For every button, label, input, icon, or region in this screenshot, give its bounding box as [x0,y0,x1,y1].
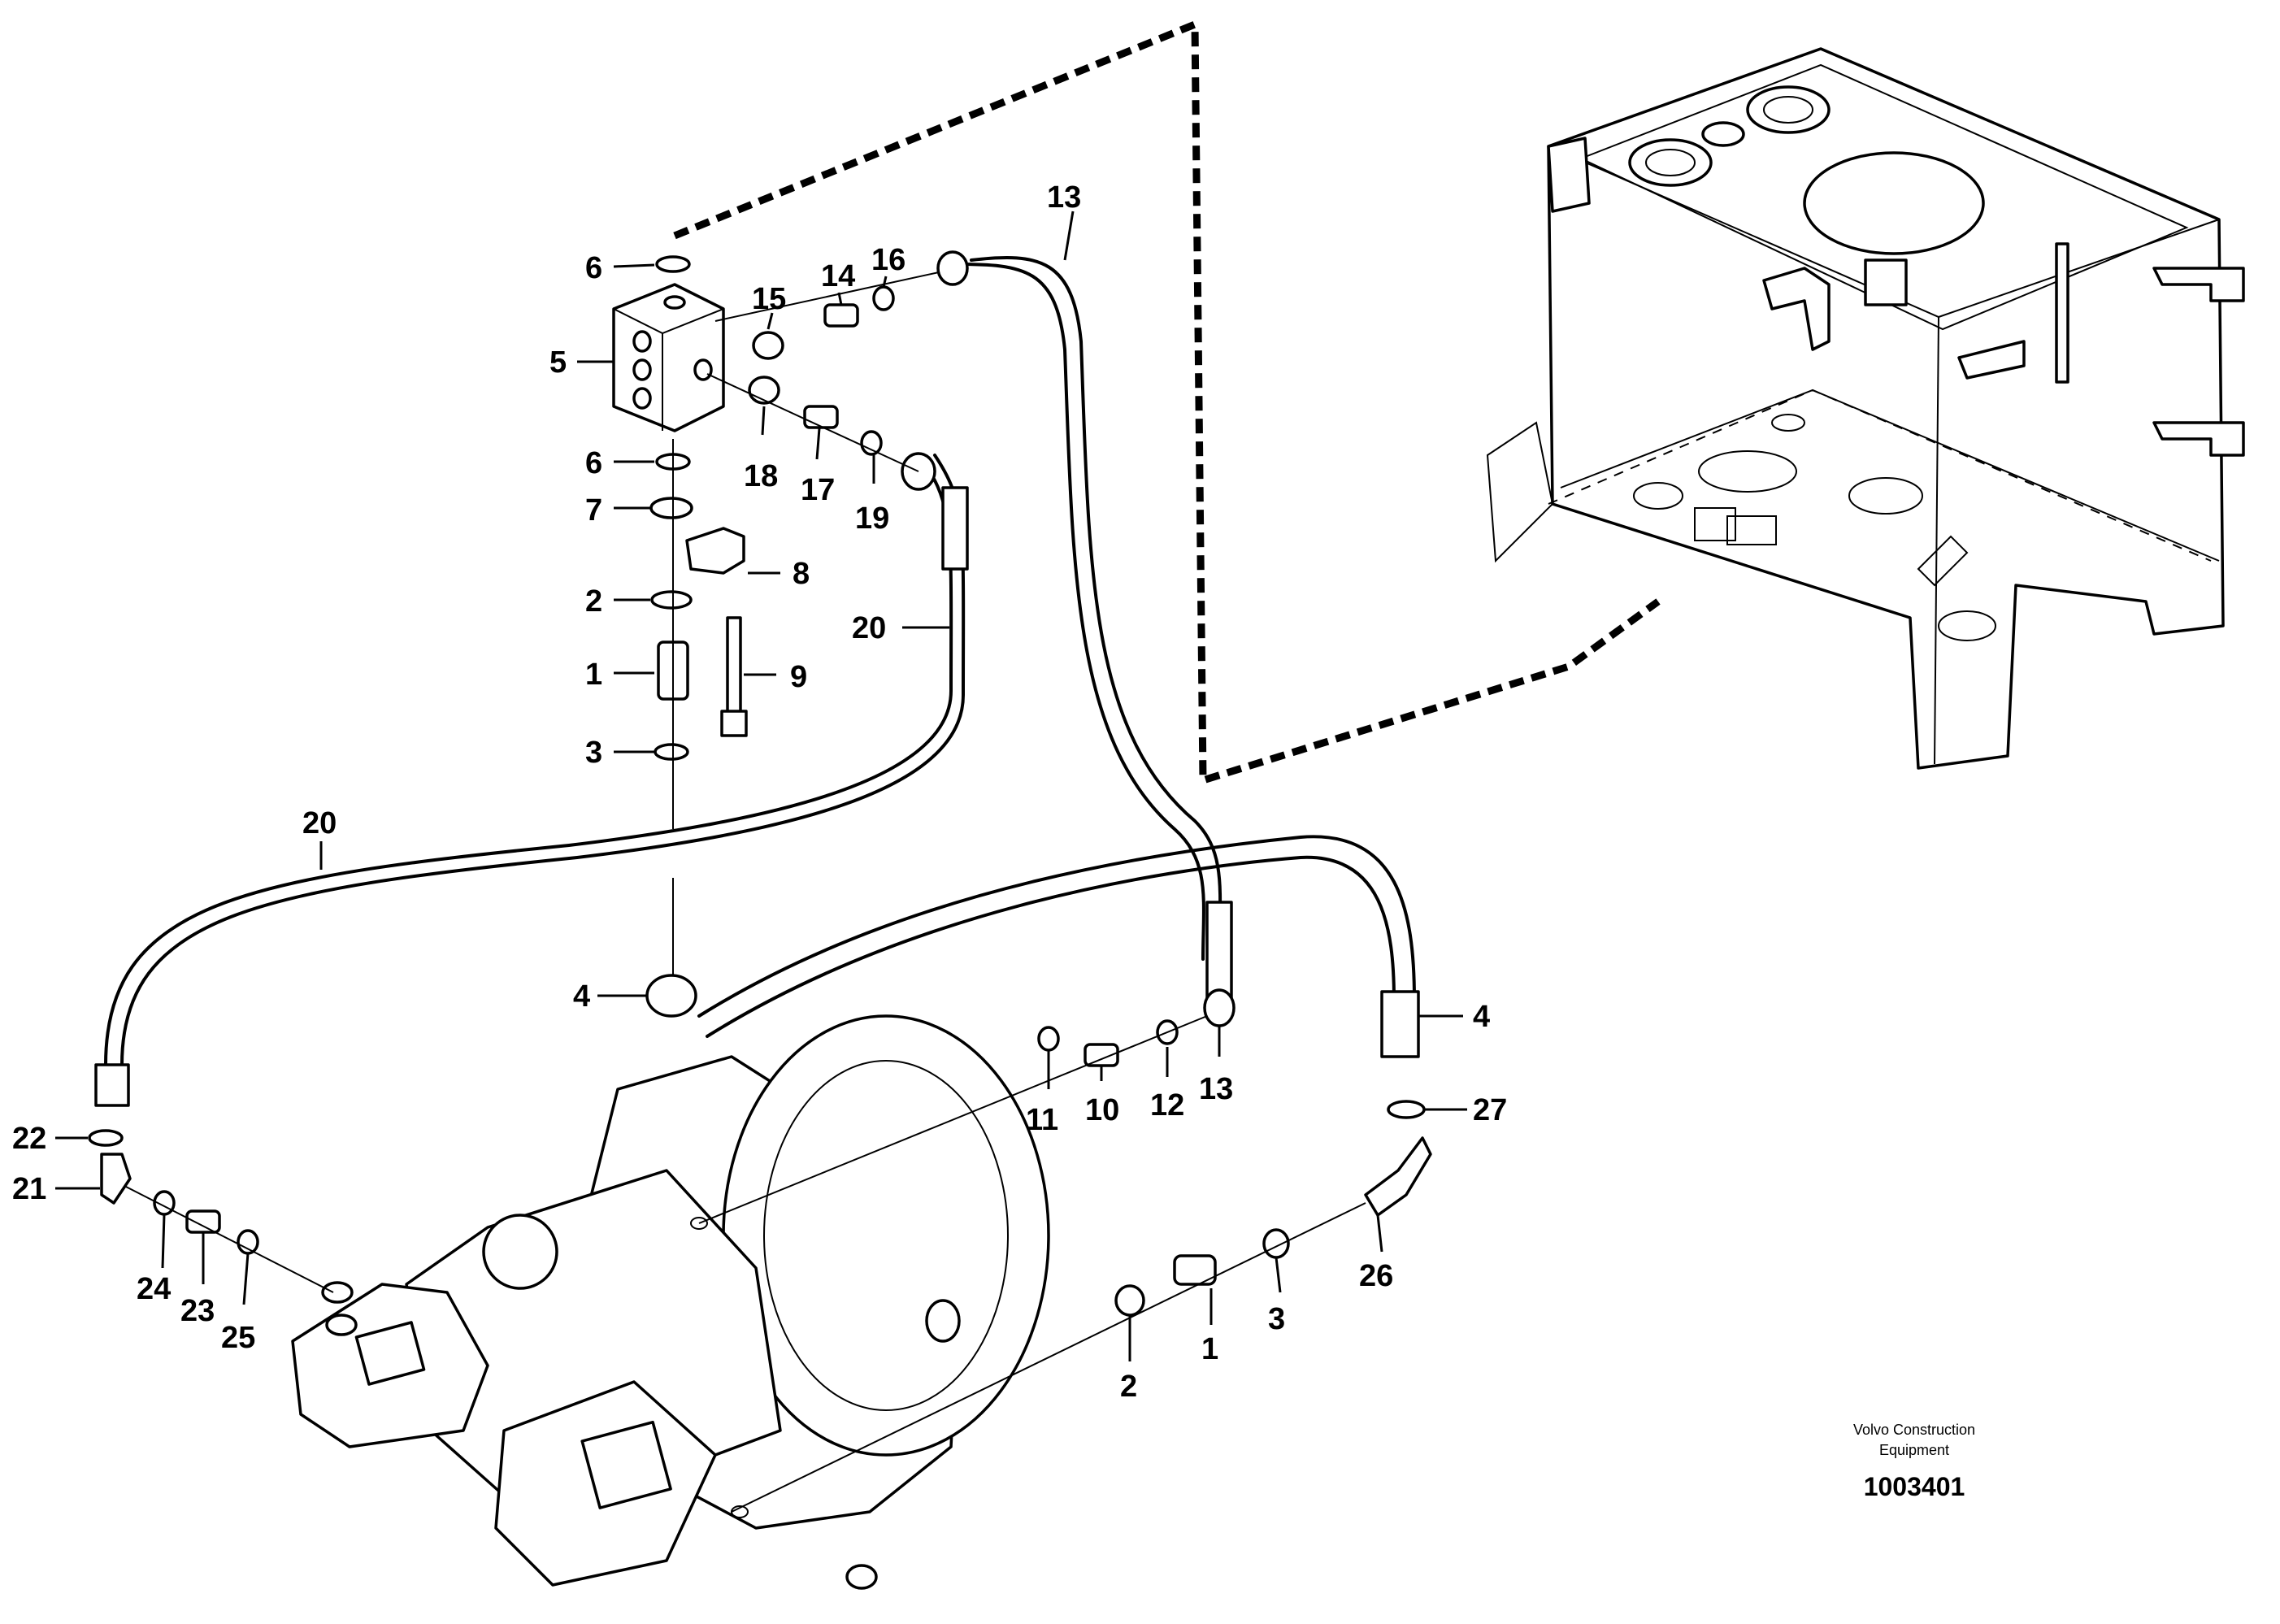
tank-top-ports [1628,85,1985,255]
callout-21: 21 [12,1172,46,1206]
callout-16: 16 [871,243,905,277]
callout-13: 13 [1047,180,1081,215]
callout-18: 18 [744,459,778,493]
drawing-number: 1003401 [1864,1472,1965,1501]
callout-9: 9 [790,660,807,694]
credit-line-2: Equipment [1879,1442,1949,1458]
callout-17: 17 [801,473,835,507]
hydraulic-pump-assembly [291,1014,1050,1590]
callout-22: 22 [12,1122,46,1156]
callout-24: 24 [137,1272,171,1306]
callout-2: 2 [585,584,602,619]
callout-11: 11 [1026,1103,1058,1137]
leader-lines [55,211,1467,1361]
callout-13: 13 [1199,1072,1233,1106]
callout-3: 3 [585,736,602,770]
callout-1: 1 [1201,1332,1218,1366]
dashed-connection-line [673,19,1661,786]
callout-10: 10 [1085,1093,1119,1127]
hydraulic-tank [1486,47,2245,770]
callout-15: 15 [752,282,786,316]
callout-26: 26 [1359,1259,1393,1293]
callout-5: 5 [549,345,567,380]
callout-25: 25 [221,1321,255,1355]
callout-6: 6 [585,446,602,480]
center-lines [125,271,1366,1513]
callout-1: 1 [585,658,602,692]
callout-12: 12 [1150,1088,1184,1122]
callout-19: 19 [855,502,889,536]
callout-7: 7 [585,493,602,528]
callout-8: 8 [793,557,810,591]
credit-line-1: Volvo Construction [1853,1422,1975,1438]
tank-internals [1633,414,1996,641]
valve-block [612,283,725,432]
callout-20: 20 [302,806,337,840]
callout-3: 3 [1268,1302,1285,1336]
callout-4: 4 [1473,1000,1490,1034]
hoses [94,255,1420,1107]
credit-block: Volvo Construction Equipment 1003401 [1853,1422,1975,1501]
callout-labels: 6 5 15 14 16 13 6 18 17 19 7 8 2 20 1 9 … [12,180,1507,1404]
callout-23: 23 [180,1294,215,1328]
callout-14: 14 [821,259,855,293]
callout-4: 4 [573,979,590,1014]
callout-6: 6 [585,251,602,285]
callout-20: 20 [852,611,886,645]
callout-27: 27 [1473,1093,1507,1127]
callout-2: 2 [1120,1370,1137,1404]
